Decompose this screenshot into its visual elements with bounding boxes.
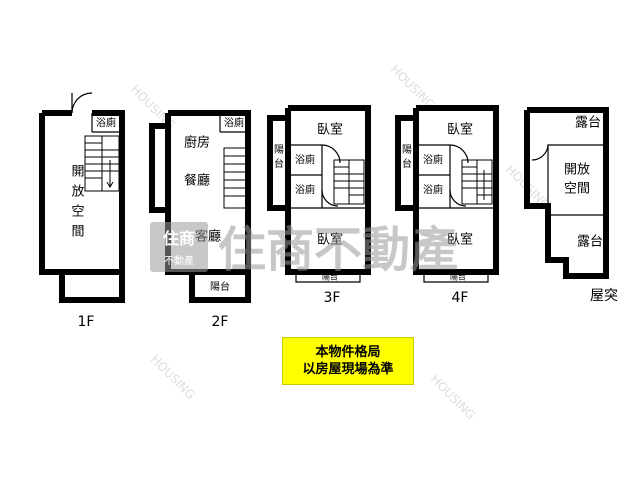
door-swing (449, 189, 467, 207)
room-balcony-side: 台 (274, 157, 284, 170)
outer-wall (524, 107, 609, 279)
room-bedroom-bottom: 臥室 (317, 232, 343, 248)
floor-1f: 浴廁 開 放 空 間 1F (39, 92, 125, 330)
bay-wall (149, 123, 168, 213)
annex-wall (59, 272, 125, 303)
door-swing (321, 189, 339, 207)
door-swing (531, 144, 549, 161)
staircase (223, 147, 247, 209)
room-bedroom-top: 臥室 (317, 122, 343, 138)
floor-2f: 浴廁 廚房 餐廳 客廳 陽台 2F (149, 110, 251, 330)
room-balcony-side: 陽 (402, 144, 412, 156)
room-bath: 浴廁 (295, 183, 315, 196)
room-terrace-top: 露台 (575, 116, 601, 131)
small-balcony (295, 272, 361, 283)
room-balcony-side: 台 (402, 157, 412, 170)
room-balcony: 陽台 (210, 280, 230, 293)
room-open-char: 間 (71, 225, 84, 240)
door-swing (71, 92, 93, 114)
side-balcony-wall (267, 115, 288, 211)
floor-label: 屋突 (590, 288, 618, 304)
room-open: 空間 (564, 182, 590, 197)
disclaimer-line-2: 以房屋現場為準 (302, 362, 394, 377)
staircase (461, 159, 493, 205)
side-balcony-wall (395, 115, 416, 211)
staircase (84, 135, 120, 192)
outer-wall (413, 105, 499, 275)
room-terrace-bottom: 露台 (577, 235, 603, 250)
floor-3f: 臥室 陽 台 浴廁 浴廁 臥室 陽台 3F (267, 105, 371, 306)
room-bedroom-top: 臥室 (447, 122, 473, 138)
brand-logo-top: 住商 (163, 229, 195, 248)
small-balcony (423, 272, 489, 283)
room-balcony: 陽台 (322, 272, 338, 282)
floor-label: 2F (212, 314, 229, 330)
room-open-char: 空 (71, 205, 84, 220)
room-bath: 浴廁 (423, 153, 443, 166)
floor-4f: 臥室 陽 台 浴廁 浴廁 臥室 陽台 4F (395, 105, 499, 306)
floor-roof: 露台 開放 空間 露台 屋突 (524, 107, 618, 304)
room-balcony: 陽台 (450, 272, 466, 282)
door-swing (449, 144, 469, 164)
room-bedroom-bottom: 臥室 (447, 232, 473, 248)
brand-watermark: 住商 不動產 住商不動產 (150, 222, 458, 278)
room-open-char: 放 (71, 185, 84, 200)
brand-name: 住商不動產 (218, 222, 458, 278)
room-bath: 浴廁 (423, 183, 443, 196)
floor-label: 3F (324, 290, 341, 306)
layout-disclaimer: 本物件格局 以房屋現場為準 (282, 337, 414, 385)
staircase (333, 159, 365, 205)
outer-wall (285, 105, 371, 275)
faint-watermark: HOUSING (428, 372, 478, 422)
room-bath: 浴廁 (224, 116, 244, 129)
room-open-char: 開 (71, 165, 84, 180)
room-balcony-side: 陽 (274, 144, 284, 156)
door-swing (321, 144, 341, 164)
brand-logo-bottom: 不動產 (164, 254, 194, 267)
room-bath: 浴廁 (295, 153, 315, 166)
faint-watermark: HOUSING (388, 62, 438, 112)
floor-label: 1F (78, 314, 95, 330)
disclaimer-line-1: 本物件格局 (315, 345, 381, 360)
room-kitchen: 廚房 (184, 135, 210, 151)
room-bath: 浴廁 (96, 116, 116, 129)
balcony-wall (189, 272, 251, 303)
faint-watermark: HOUSING (148, 352, 198, 402)
room-dining: 餐廳 (184, 173, 210, 189)
floor-label: 4F (452, 290, 469, 306)
room-open: 開放 (564, 163, 590, 178)
brand-logo (150, 222, 208, 272)
